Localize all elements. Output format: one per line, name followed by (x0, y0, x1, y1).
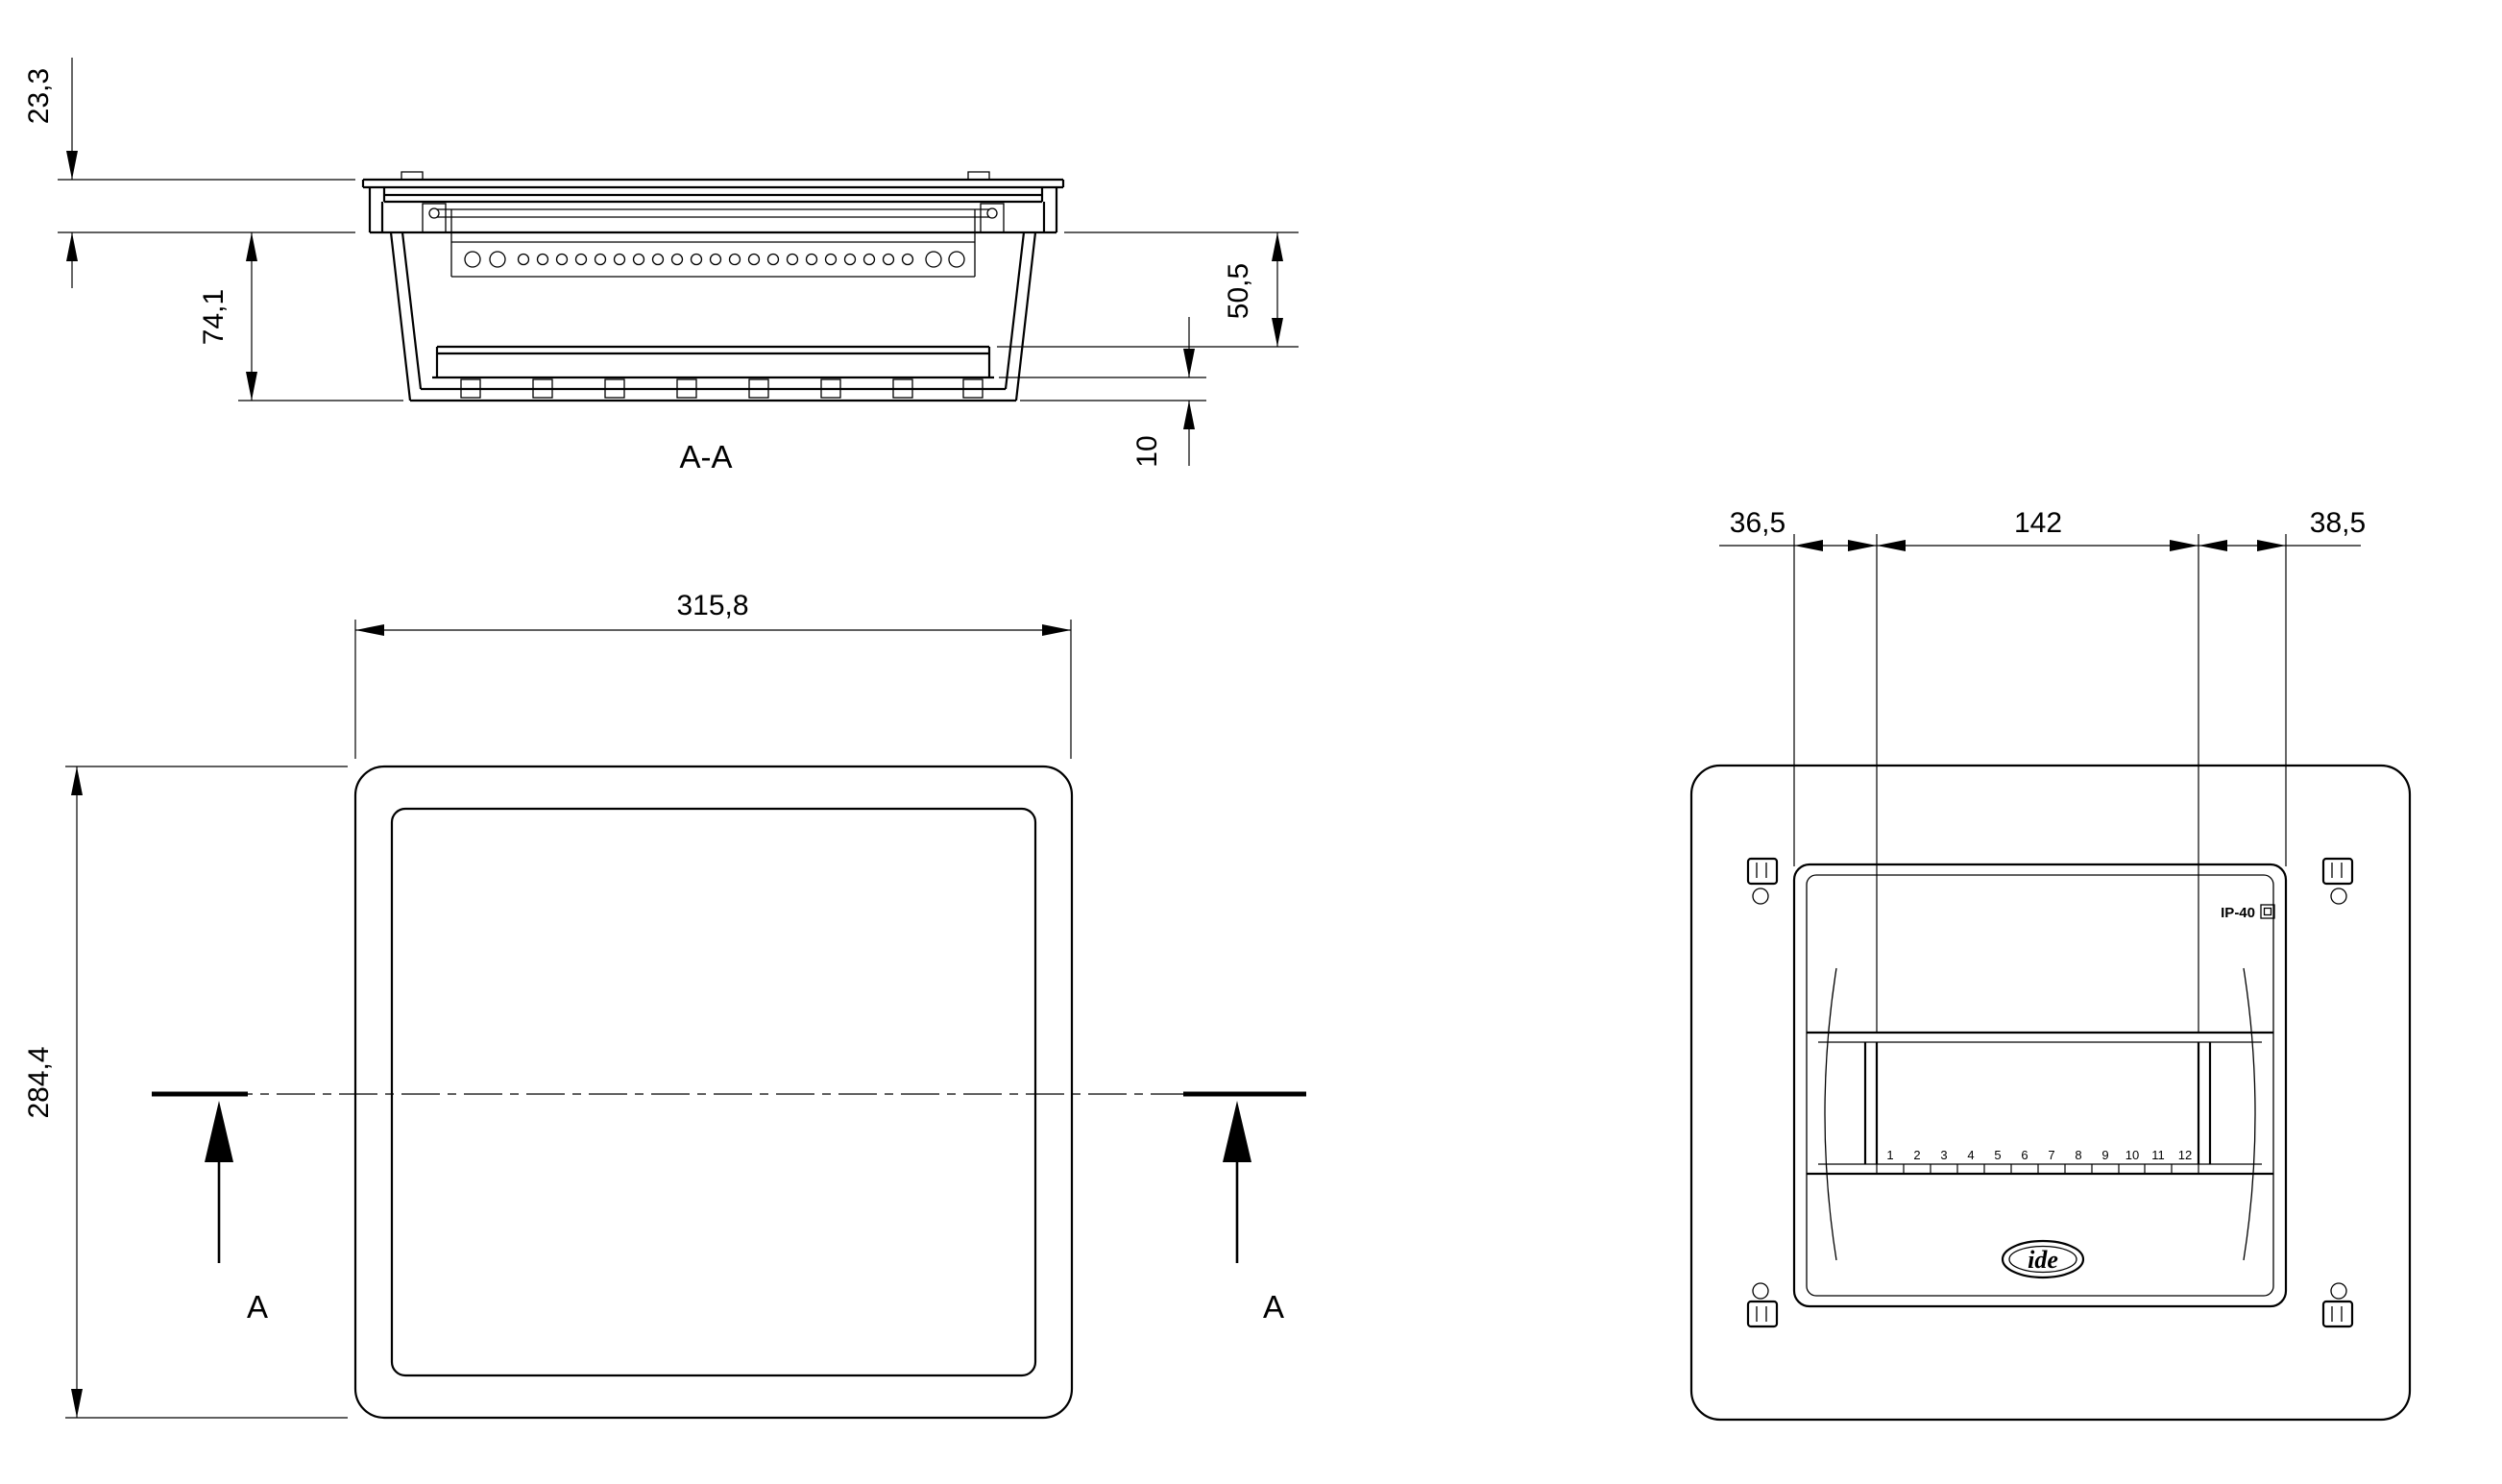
section-lid (361, 171, 1065, 234)
dim-value-width: 315,8 (676, 590, 748, 621)
dim-value-box-depth: 74,1 (198, 289, 230, 345)
module-window: 1 2 3 4 5 6 7 8 9 10 11 12 (1807, 1031, 2273, 1176)
section-view-aa: 23,3 74,1 50,5 10 A-A (23, 58, 1299, 474)
brand-logo: ide (2001, 1239, 2085, 1279)
dim-value-inner-depth: 50,5 (1223, 263, 1254, 319)
frame-claw-right (980, 203, 1005, 233)
module-numbers: 1 2 3 4 5 6 7 8 9 10 11 12 (1886, 1148, 2192, 1162)
section-cut-label-right: A (1263, 1289, 1284, 1325)
din-clip-bottom-left (1746, 1282, 1779, 1328)
dimension-box-depth: 74,1 (198, 232, 403, 401)
dimension-frame-height: 23,3 (23, 58, 355, 288)
panel-door (1792, 863, 2288, 1308)
dim-value-left: 36,5 (1730, 507, 1785, 539)
panel-view: 1 2 3 4 5 6 7 8 9 10 11 12 (1689, 507, 2412, 1422)
front-outer-frame (353, 765, 1074, 1420)
ip-rating: IP-40 (2221, 904, 2275, 921)
module-number: 3 (1940, 1148, 1947, 1162)
brand-logo-text: ide (2028, 1246, 2058, 1274)
door-curve-left (1824, 967, 1837, 1261)
dim-value-center: 142 (2014, 507, 2062, 539)
dim-value-base-height: 10 (1131, 435, 1163, 467)
frame-claw-left (422, 203, 447, 233)
section-arrow-left: A (205, 1101, 268, 1325)
section-cut-label-left: A (247, 1289, 268, 1325)
door-curve-right (2243, 967, 2256, 1261)
module-number: 7 (2048, 1148, 2054, 1162)
din-clip-top-left (1746, 857, 1779, 905)
dim-value-frame-height: 23,3 (23, 68, 55, 124)
class2-insulation-icon (2260, 904, 2275, 919)
dim-value-height: 284,4 (23, 1046, 55, 1118)
dim-value-right: 38,5 (2310, 507, 2366, 539)
panel-outer-frame (1689, 764, 2412, 1422)
module-number: 4 (1967, 1148, 1974, 1162)
module-ticks (1876, 1164, 2199, 1174)
din-clip-bottom-right (2321, 1282, 2354, 1328)
module-number: 8 (2075, 1148, 2081, 1162)
section-body (389, 231, 1037, 402)
module-number: 9 (2101, 1148, 2108, 1162)
front-view: A A 315,8 284,4 (23, 590, 1306, 1420)
dimension-inner-depth: 50,5 (997, 231, 1299, 348)
dimension-base-height: 10 (999, 317, 1206, 468)
base-clips (460, 378, 984, 399)
front-inner-door (390, 807, 1037, 1377)
dimension-height: 284,4 (23, 766, 348, 1419)
module-number: 6 (2021, 1148, 2028, 1162)
module-number: 12 (2178, 1148, 2192, 1162)
ip-rating-text: IP-40 (2221, 905, 2255, 921)
section-label: A-A (679, 439, 732, 474)
dimension-width: 315,8 (354, 590, 1072, 759)
module-number: 5 (1994, 1148, 2001, 1162)
module-number: 11 (2151, 1148, 2165, 1162)
module-number: 10 (2125, 1148, 2139, 1162)
section-arrow-right: A (1223, 1101, 1284, 1325)
dimension-chain-top: 36,5 142 38,5 (1719, 507, 2366, 1033)
din-clip-top-right (2321, 857, 2354, 905)
module-number: 1 (1886, 1148, 1893, 1162)
vent-holes (450, 209, 976, 278)
din-rail-endcaps (1863, 1042, 2212, 1164)
module-number: 2 (1913, 1148, 1920, 1162)
